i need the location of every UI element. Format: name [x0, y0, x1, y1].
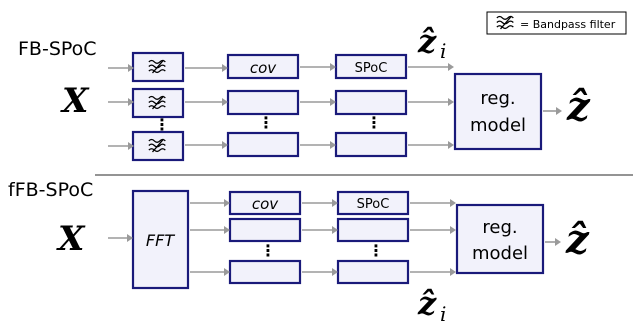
top-cov-dots: ⋮	[258, 113, 274, 132]
legend: = Bandpass filter	[486, 11, 627, 35]
top-spoc-box-1	[334, 53, 408, 80]
legend-text: = Bandpass filter	[520, 18, 616, 31]
bottom-arrows	[108, 199, 561, 276]
top-cov-label: cov	[250, 59, 277, 77]
bottom-spoc-box-3	[336, 259, 410, 285]
bottom-fft-box	[131, 189, 190, 290]
bottom-cov-box-3	[228, 259, 302, 285]
top-zi-subscript: i	[440, 39, 446, 63]
bottom-input-x: X	[56, 219, 86, 259]
bottom-cov-dots: ⋮	[260, 241, 276, 260]
top-output-z: ẑ	[566, 83, 591, 130]
bottom-spoc-box-2	[336, 217, 410, 243]
bottom-cov-label: cov	[252, 195, 279, 213]
top-spoc-box-3	[334, 131, 408, 158]
bottom-zi-subscript: i	[440, 302, 446, 325]
top-input-x: X	[60, 81, 90, 121]
top-filter-dots: ⋮	[154, 115, 170, 134]
bottom-zi-label: ẑ	[417, 284, 437, 322]
top-spoc-dots: ⋮	[366, 113, 382, 132]
bottom-reg-model-box	[455, 203, 545, 275]
top-filter-box-3	[131, 130, 185, 162]
bottom-reg-model-line1: reg.	[482, 217, 517, 238]
bottom-spoc-label: SPoC	[357, 197, 390, 212]
bottom-output-z: ẑ	[565, 216, 590, 263]
top-spoc-box-2	[334, 89, 408, 116]
top-cov-box-1	[226, 53, 300, 80]
top-cov-box-2	[226, 89, 300, 116]
top-title: FB-SPoC	[18, 38, 97, 60]
top-filter-box-2	[131, 87, 185, 119]
top-reg-model-line2: model	[470, 115, 526, 136]
top-zi-label: ẑ	[417, 22, 437, 60]
bottom-title: fFB-SPoC	[8, 179, 93, 201]
top-filter-box-1	[131, 51, 185, 83]
top-reg-model-line1: reg.	[480, 88, 515, 109]
top-cov-box-3	[226, 131, 300, 158]
top-arrows	[108, 63, 562, 150]
bottom-spoc-dots: ⋮	[368, 241, 384, 260]
bottom-reg-model-line2: model	[472, 243, 528, 264]
top-reg-model-box	[453, 72, 543, 151]
top-spoc-label: SPoC	[355, 61, 388, 76]
bottom-fft-label: FFT	[146, 231, 175, 250]
bottom-cov-box-2	[228, 217, 302, 243]
